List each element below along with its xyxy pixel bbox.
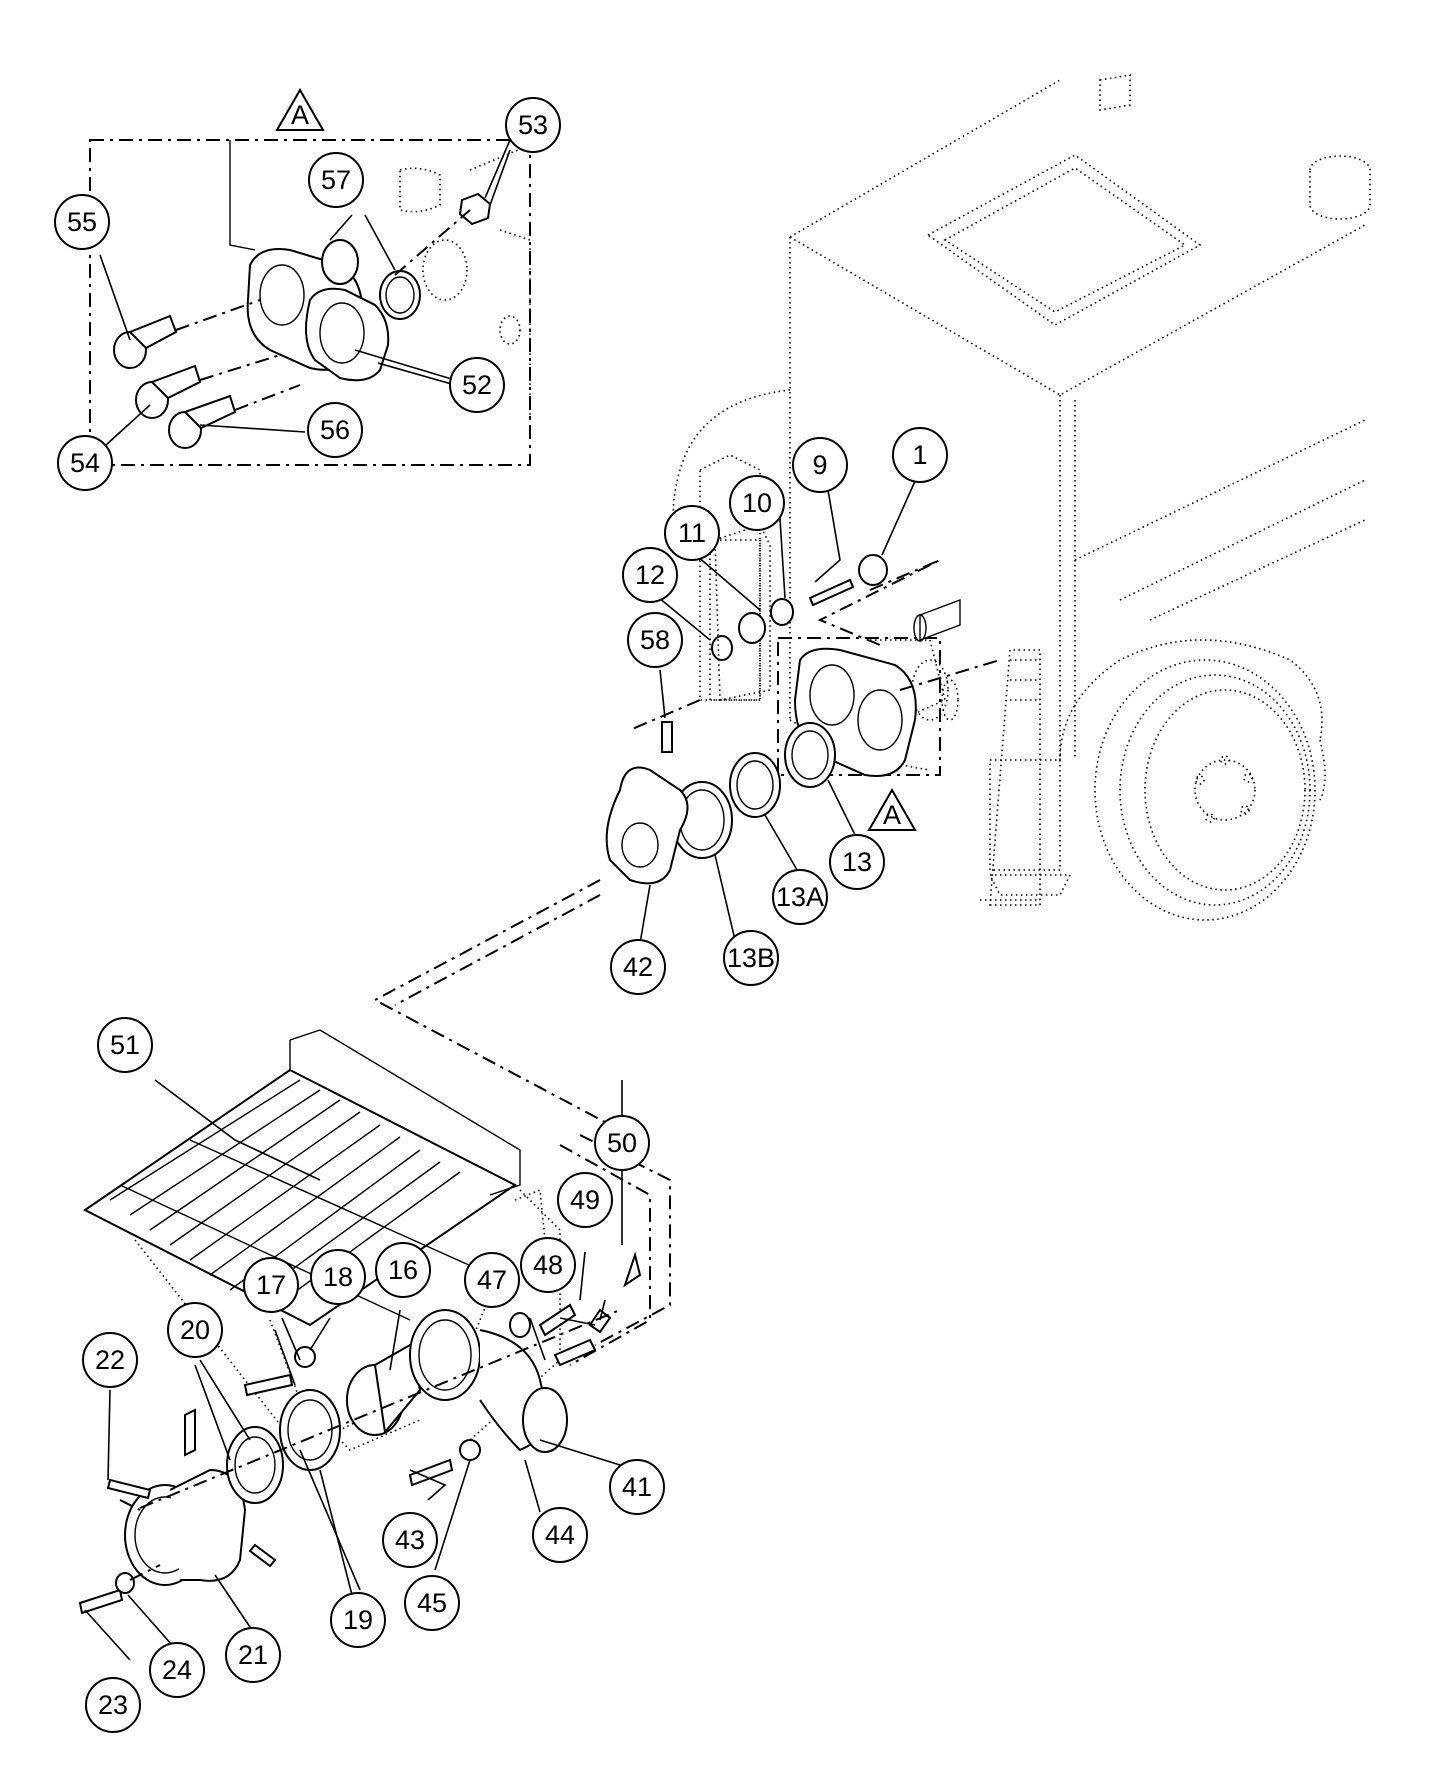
callout-label: 53 [518,110,548,140]
callout-11: 11 [664,505,720,561]
callout-16: 16 [375,1242,431,1298]
callout-label: 58 [640,625,670,655]
callout-13b: 13B [723,930,779,986]
callout-41: 41 [609,1459,665,1515]
callout-56: 56 [307,402,363,458]
callout-24: 24 [149,1642,205,1698]
callout-12: 12 [622,547,678,603]
callout-label: 13B [727,943,775,973]
callout-label: 48 [533,1250,563,1280]
callout-label: 44 [545,1520,575,1550]
callout-49: 49 [557,1172,613,1228]
view-reference-label: A [867,787,917,831]
callout-label: 20 [180,1315,210,1345]
callout-13: 13 [829,834,885,890]
callout-label: 57 [321,165,351,195]
callout-label: 41 [622,1472,652,1502]
callout-label: 21 [238,1640,268,1670]
detail-view-a [89,139,531,466]
callout-label: 47 [477,1265,507,1295]
callout-label: 55 [67,207,97,237]
callout-50: 50 [594,1115,650,1171]
callout-label: 50 [607,1128,637,1158]
centre-assembly [372,524,1001,1131]
callout-22: 22 [82,1332,138,1388]
callout-43: 43 [382,1512,438,1568]
callout-label: 56 [320,415,350,445]
callout-label: 51 [110,1030,140,1060]
callout-23: 23 [85,1677,141,1733]
callout-label: 52 [462,370,492,400]
callout-label: 49 [570,1185,600,1215]
callout-54: 54 [57,435,113,491]
machine-body [672,74,1371,921]
callout-label: 13A [776,882,824,912]
callout-label: 11 [678,518,706,548]
callout-9: 9 [792,437,848,493]
callout-label: 9 [812,450,827,480]
callout-45: 45 [404,1575,460,1631]
detail-view-label: A [275,87,325,131]
callout-label: 43 [395,1525,425,1555]
callout-13a: 13A [772,869,828,925]
callout-label: 45 [417,1588,447,1618]
callout-18: 18 [310,1249,366,1305]
callout-label: 19 [343,1605,373,1635]
callout-label: 23 [98,1690,128,1720]
detail-view-letter: A [291,100,309,130]
callout-21: 21 [225,1627,281,1683]
callout-label: 42 [623,952,653,982]
callout-58: 58 [627,612,683,668]
callout-51: 51 [97,1017,153,1073]
lower-assembly [78,1029,671,1615]
callout-label: 10 [742,488,772,518]
callout-1: 1 [892,427,948,483]
view-reference-letter: A [883,800,901,830]
callout-55: 55 [54,194,110,250]
callout-label: 22 [95,1345,125,1375]
callout-19: 19 [330,1592,386,1648]
callout-53: 53 [505,97,561,153]
callout-42: 42 [610,939,666,995]
callout-10: 10 [729,475,785,531]
callout-label: 16 [388,1255,418,1285]
callout-label: 17 [256,1270,286,1300]
callout-label: 1 [912,440,927,470]
callout-17: 17 [243,1257,299,1313]
callout-label: 12 [635,560,665,590]
callout-48: 48 [520,1237,576,1293]
callout-label: 18 [323,1262,353,1292]
callout-20: 20 [167,1302,223,1358]
callout-52: 52 [449,357,505,413]
callout-57: 57 [308,152,364,208]
callout-44: 44 [532,1507,588,1563]
callout-label: 13 [842,847,872,877]
callout-label: 54 [70,448,100,478]
callout-47: 47 [464,1252,520,1308]
callout-label: 24 [162,1655,192,1685]
